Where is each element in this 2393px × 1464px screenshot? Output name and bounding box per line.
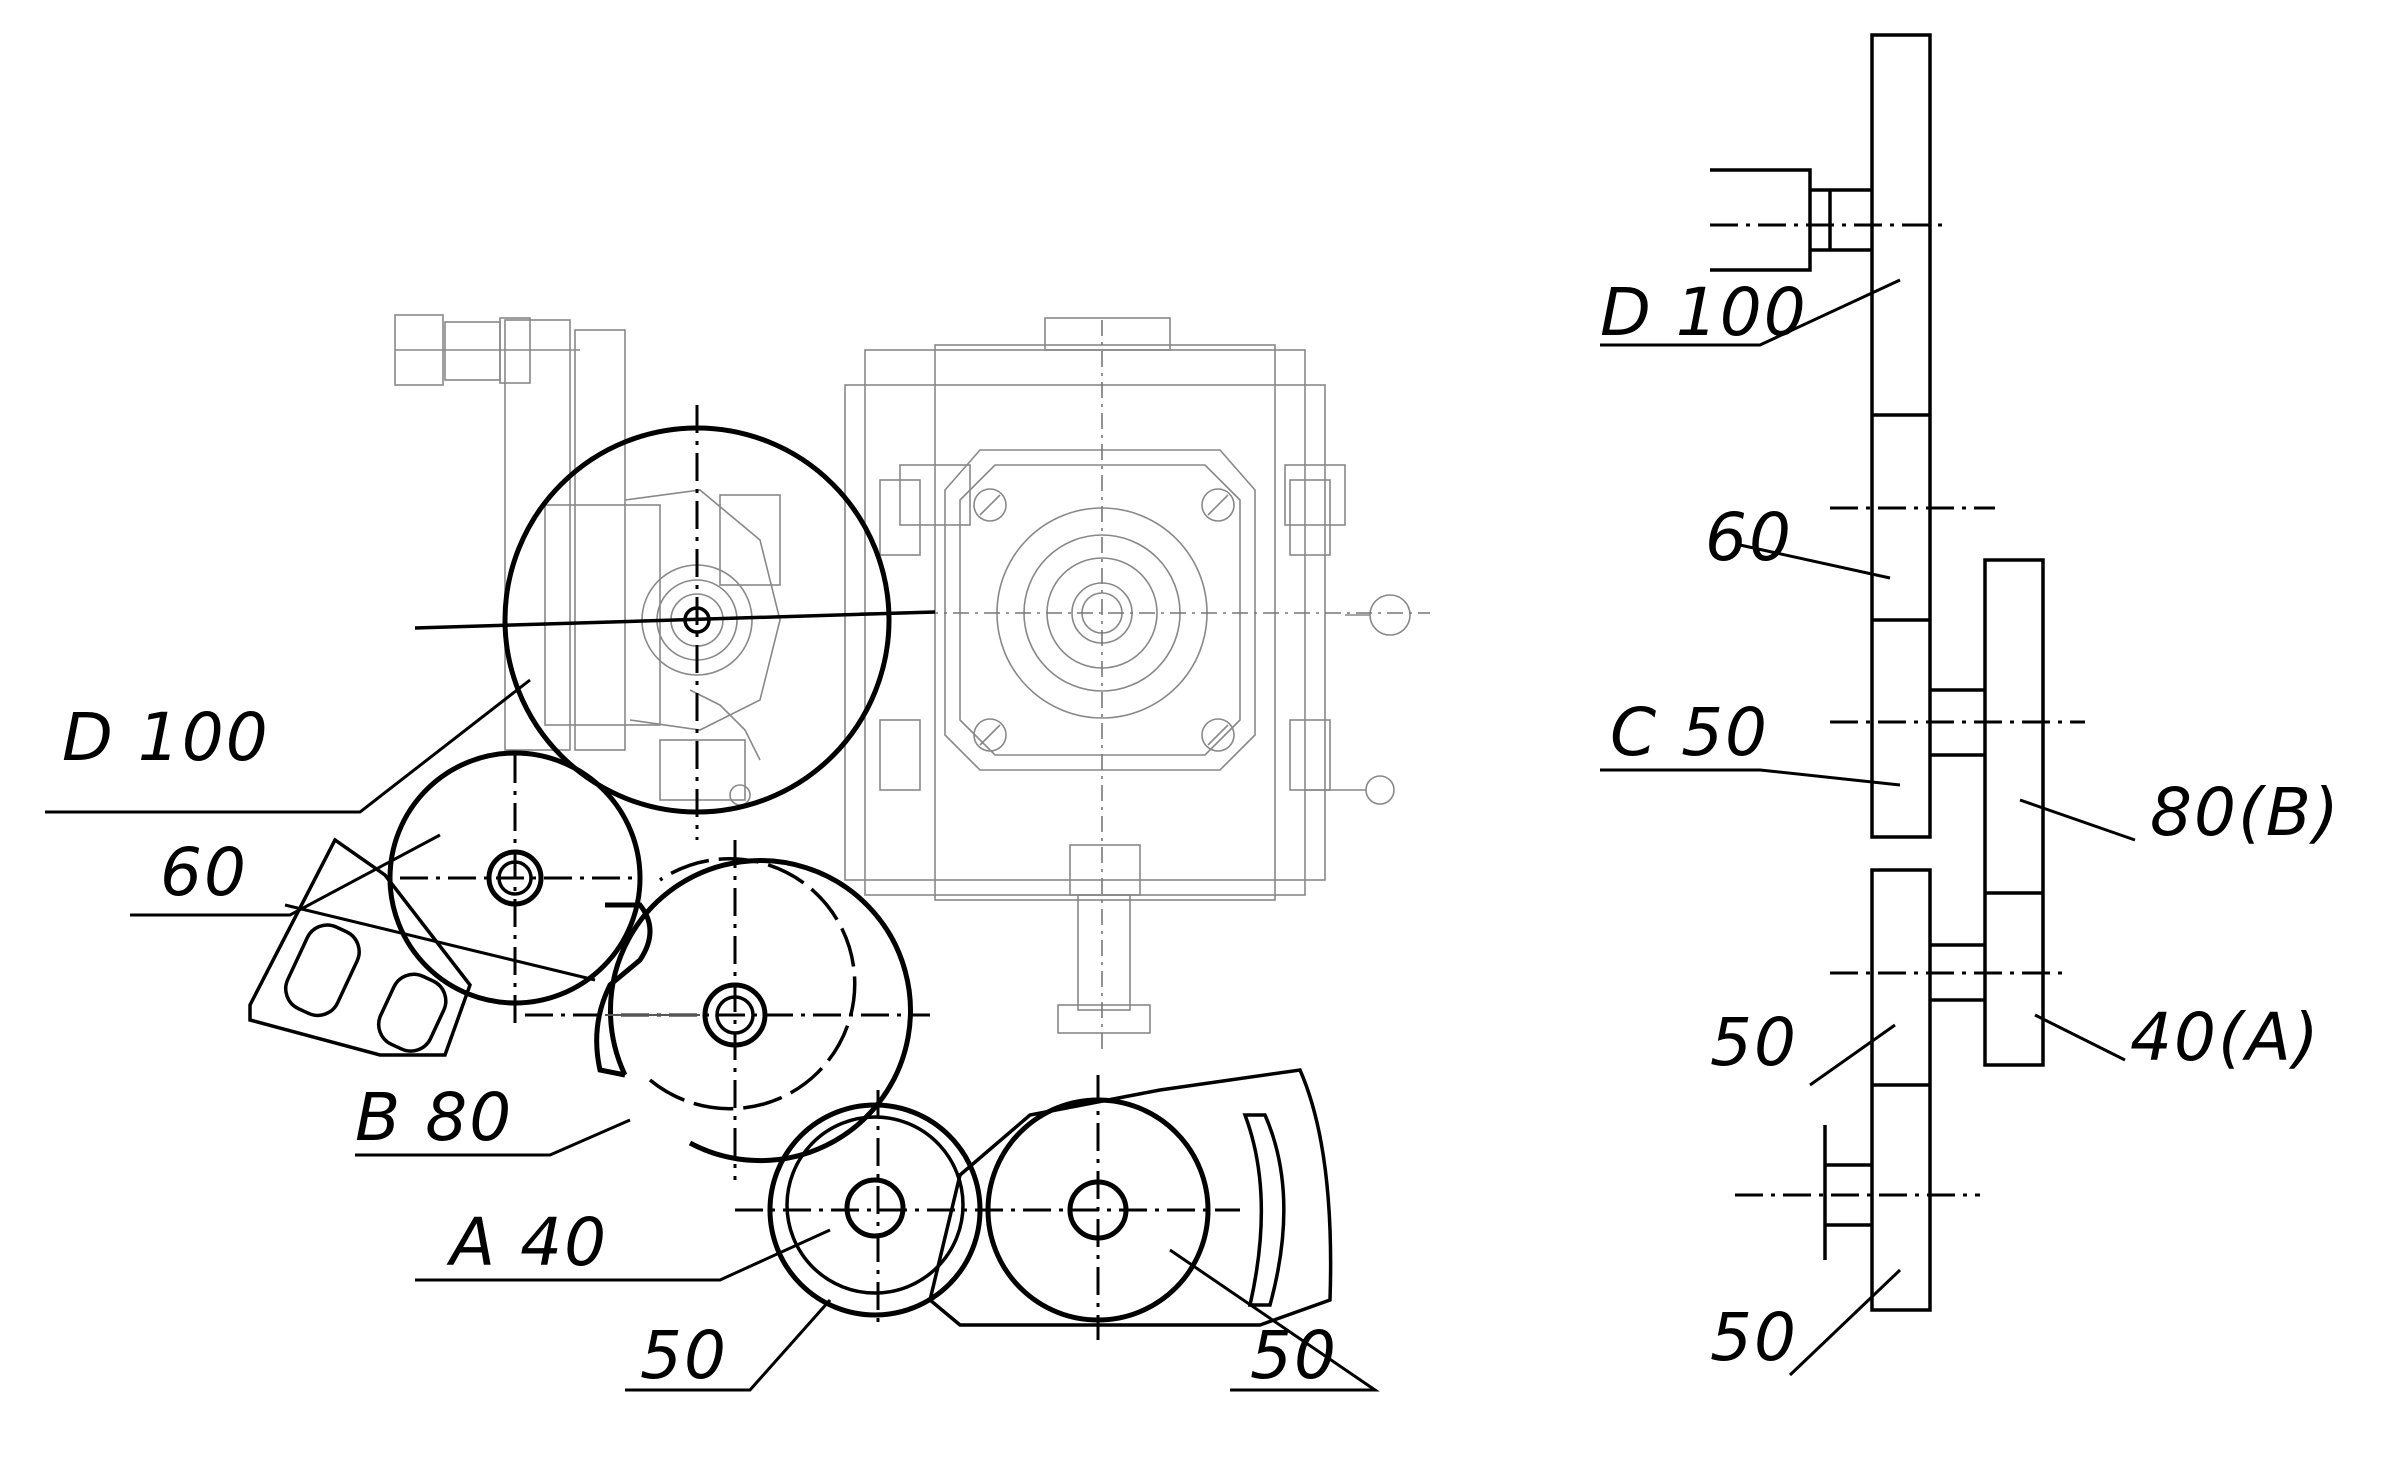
side-shaft-c50 bbox=[1830, 688, 2085, 757]
label-60-front: 60 bbox=[160, 834, 248, 911]
bracket bbox=[394, 314, 781, 806]
label-40a-side: 40(A) bbox=[2130, 999, 2321, 1076]
gear-b80 bbox=[525, 840, 930, 1180]
label-d100-front: D 100 bbox=[62, 699, 270, 776]
label-50-side-mid: 50 bbox=[1710, 1004, 1798, 1081]
side-view: D 100 60 C 50 80(B) 50 40(A) 50 bbox=[1600, 33, 2341, 1377]
side-top-shaft bbox=[1710, 168, 1950, 272]
front-view: D 100 60 B 80 A 40 50 50 bbox=[45, 314, 1430, 1394]
gear-60 bbox=[387, 750, 643, 1030]
front-leaders bbox=[45, 678, 1380, 1392]
gear-d100 bbox=[414, 405, 936, 840]
side-column-b80-a40 bbox=[1983, 558, 2045, 1067]
gear-a40 bbox=[735, 1090, 1240, 1330]
side-bottom-shaft bbox=[1735, 1125, 1980, 1260]
side-shaft-a40 bbox=[1830, 943, 2065, 1002]
label-b80-front: B 80 bbox=[355, 1079, 513, 1156]
gear-50-right bbox=[985, 1075, 1211, 1340]
label-50-side-bottom: 50 bbox=[1710, 1299, 1798, 1376]
side-column-d60c bbox=[1870, 33, 1932, 839]
label-50-front-left: 50 bbox=[640, 1317, 728, 1394]
gearbox-housing bbox=[844, 317, 1430, 1050]
label-50-front-right: 50 bbox=[1250, 1317, 1338, 1394]
gear-carrier-arm bbox=[928, 1068, 1333, 1327]
adjusting-arm bbox=[248, 837, 472, 1057]
label-c50-side: C 50 bbox=[1610, 694, 1769, 771]
label-60-side: 60 bbox=[1705, 499, 1793, 576]
label-d100-side: D 100 bbox=[1600, 274, 1808, 351]
label-80b-side: 80(B) bbox=[2150, 774, 2341, 851]
side-leaders bbox=[1600, 278, 2136, 1377]
label-a40-front: A 40 bbox=[446, 1204, 608, 1281]
side-column-50 bbox=[1870, 868, 1932, 1312]
